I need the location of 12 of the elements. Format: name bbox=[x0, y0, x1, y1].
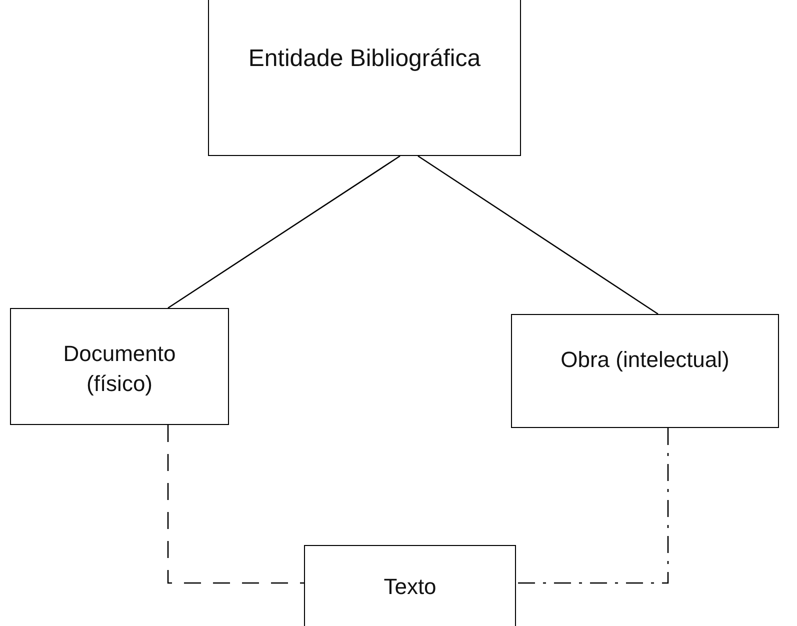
connector-line bbox=[168, 155, 400, 309]
entity-box bbox=[10, 308, 229, 425]
entity-box bbox=[511, 314, 779, 428]
entity-label: Texto bbox=[384, 573, 436, 601]
entity-label: Entidade Bibliográfica bbox=[248, 44, 481, 74]
entity-label: Documento (físico) bbox=[62, 340, 177, 398]
entity-box bbox=[304, 545, 516, 626]
entity-label: Obra (intelectual) bbox=[560, 346, 730, 374]
dashed-connector bbox=[167, 425, 304, 584]
entity-box bbox=[208, 0, 521, 156]
connector-line bbox=[418, 155, 658, 315]
dashed-connector bbox=[516, 428, 669, 584]
